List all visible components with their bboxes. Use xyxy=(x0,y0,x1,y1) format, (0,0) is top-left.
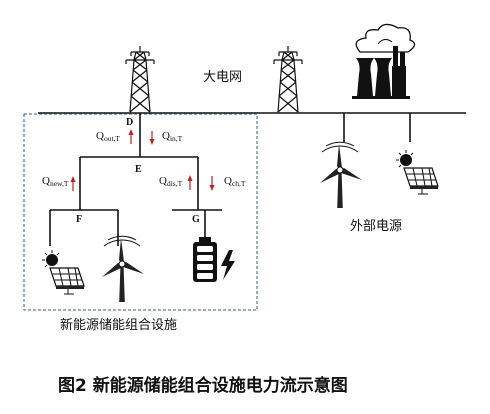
transmission-tower-icon xyxy=(273,45,303,113)
transmission-tower-icon xyxy=(125,45,155,113)
solar-panel-icon xyxy=(41,249,85,295)
external-source-label: 外部电源 xyxy=(350,219,402,234)
q-dis-arrow xyxy=(187,175,193,190)
q-new-arrow xyxy=(70,176,76,191)
q-new-label: Qnew,T xyxy=(42,175,69,188)
q-in-label: Qin,T xyxy=(162,130,183,143)
cooling-tower-plant-icon xyxy=(352,23,416,99)
battery-icon xyxy=(193,237,235,282)
wind-turbine-icon xyxy=(101,235,145,303)
q-out-arrow xyxy=(128,129,134,144)
q-ch-arrow xyxy=(209,176,215,191)
q-out-label: Qout,T xyxy=(96,130,120,143)
node-e-label: E xyxy=(135,164,142,175)
q-in-arrow xyxy=(149,131,155,145)
node-g-label: G xyxy=(192,214,200,225)
q-dis-label: Qdis,T xyxy=(159,175,183,188)
grid-label: 大电网 xyxy=(203,70,242,85)
solar-panel-icon xyxy=(395,149,439,195)
wind-turbine-icon xyxy=(319,141,363,209)
node-f-label: F xyxy=(76,214,82,225)
node-d-label: D xyxy=(126,117,133,128)
facility-label: 新能源储能组合设施 xyxy=(60,317,177,333)
q-ch-label: Qch,T xyxy=(224,175,246,188)
figure-caption: 图2 新能源储能组合设施电力流示意图 xyxy=(58,375,348,396)
